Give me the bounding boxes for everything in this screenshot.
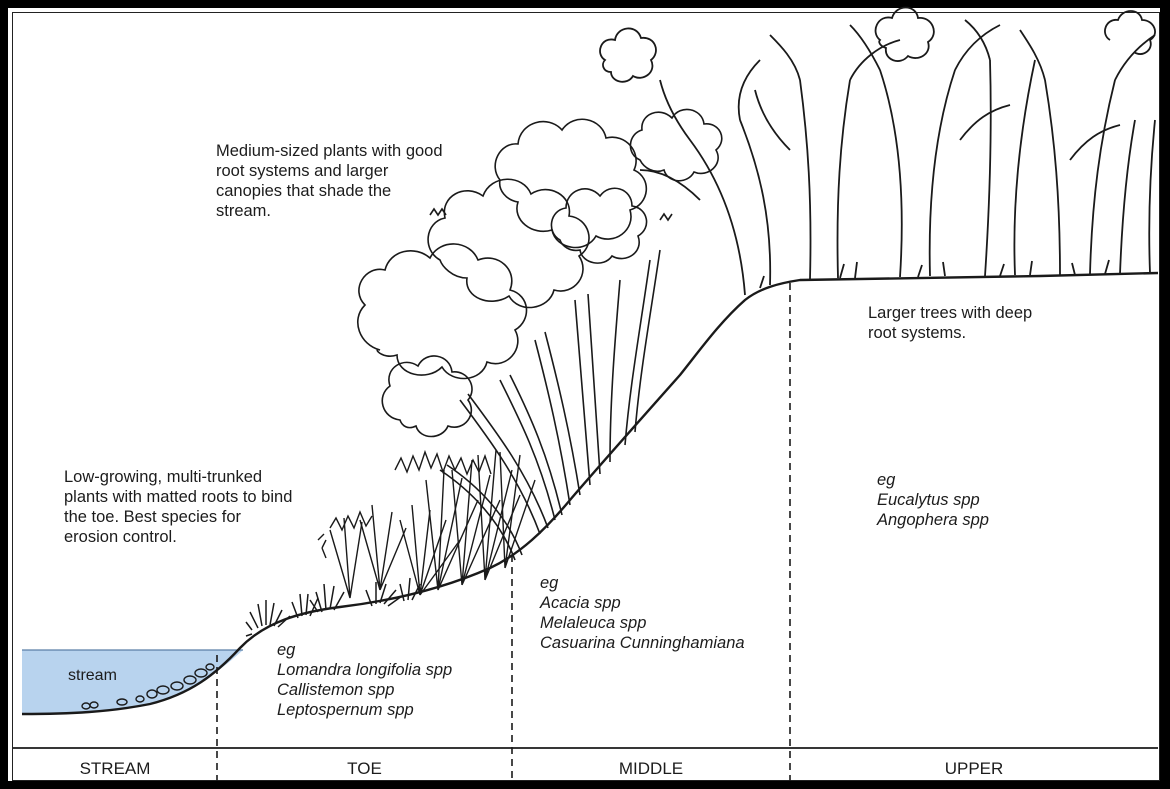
middle-species-eg: eg: [540, 573, 745, 593]
toe-shrubs: [318, 450, 535, 598]
toe-zone-description: Low-growing, multi-trunked plants with m…: [64, 467, 292, 547]
middle-species-item: Melaleuca spp: [540, 613, 745, 633]
middle-species-item: Casuarina Cunninghamiana: [540, 633, 745, 653]
upper-species-eg: eg: [877, 470, 989, 490]
middle-zone-description: Medium-sized plants with good root syste…: [216, 141, 443, 221]
stream-label: stream: [68, 667, 117, 685]
zone-label-toe: TOE: [217, 759, 512, 779]
stream-water: [22, 650, 243, 714]
upper-species-list: eg Eucalytus spp Angophera spp: [877, 470, 989, 530]
middle-species-item: Acacia spp: [540, 593, 745, 613]
toe-species-item: Lomandra longifolia spp: [277, 660, 452, 680]
upper-trees: [600, 8, 1155, 296]
upper-species-item: Angophera spp: [877, 510, 989, 530]
toe-species-eg: eg: [277, 640, 452, 660]
toe-species-list: eg Lomandra longifolia spp Callistemon s…: [277, 640, 452, 720]
zone-label-middle: MIDDLE: [512, 759, 790, 779]
upper-species-item: Eucalytus spp: [877, 490, 989, 510]
zone-label-upper: UPPER: [790, 759, 1158, 779]
toe-species-item: Callistemon spp: [277, 680, 452, 700]
middle-species-list: eg Acacia spp Melaleuca spp Casuarina Cu…: [540, 573, 745, 653]
toe-species-item: Leptospernum spp: [277, 700, 452, 720]
upper-zone-description: Larger trees with deep root systems.: [868, 303, 1032, 343]
zone-label-stream: STREAM: [13, 759, 217, 779]
